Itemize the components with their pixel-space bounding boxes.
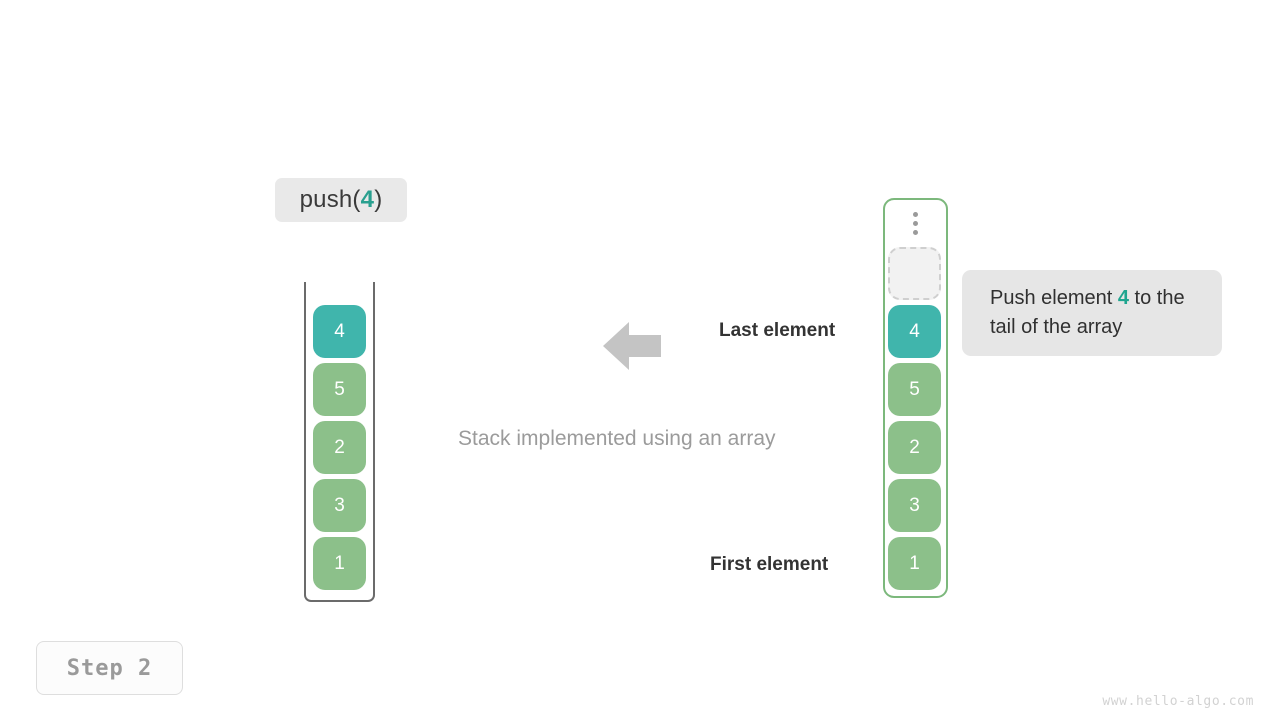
last-element-label: Last element [719, 320, 836, 341]
first-element-label: First element [710, 554, 829, 575]
tooltip-text-after: to the tail of the array [990, 287, 1185, 338]
dot [913, 221, 918, 226]
array-cell-list: 4 5 2 3 1 [888, 305, 941, 590]
array-empty-slot [888, 247, 941, 300]
stack-container [304, 282, 375, 602]
array-cell: 4 [888, 305, 941, 358]
array-cell: 3 [888, 479, 941, 532]
tooltip-callout: Push element 4 to the tail of the array [962, 270, 1222, 356]
dot [913, 230, 918, 235]
dot [913, 212, 918, 217]
array-cell: 5 [888, 363, 941, 416]
array-cell: 2 [888, 421, 941, 474]
operation-label: push(4) [275, 178, 407, 222]
array-cell: 1 [888, 537, 941, 590]
operation-prefix: push( [299, 186, 361, 213]
operation-suffix: ) [374, 186, 383, 213]
array-container [883, 198, 948, 598]
stack-cell: 1 [313, 537, 366, 590]
watermark: www.hello-algo.com [1102, 694, 1254, 709]
stack-cell-list: 4 5 2 3 1 [313, 305, 366, 590]
stack-cell: 4 [313, 305, 366, 358]
diagram-caption: Stack implemented using an array [458, 427, 776, 450]
tooltip-text-before: Push element [990, 287, 1118, 309]
arrow-left-icon [603, 322, 661, 370]
tooltip-accent-value: 4 [1117, 287, 1129, 309]
operation-value: 4 [360, 186, 375, 213]
stack-cell: 5 [313, 363, 366, 416]
vertical-dots-icon [883, 212, 948, 235]
stack-cell: 3 [313, 479, 366, 532]
stack-cell: 2 [313, 421, 366, 474]
step-badge: Step 2 [36, 641, 183, 695]
